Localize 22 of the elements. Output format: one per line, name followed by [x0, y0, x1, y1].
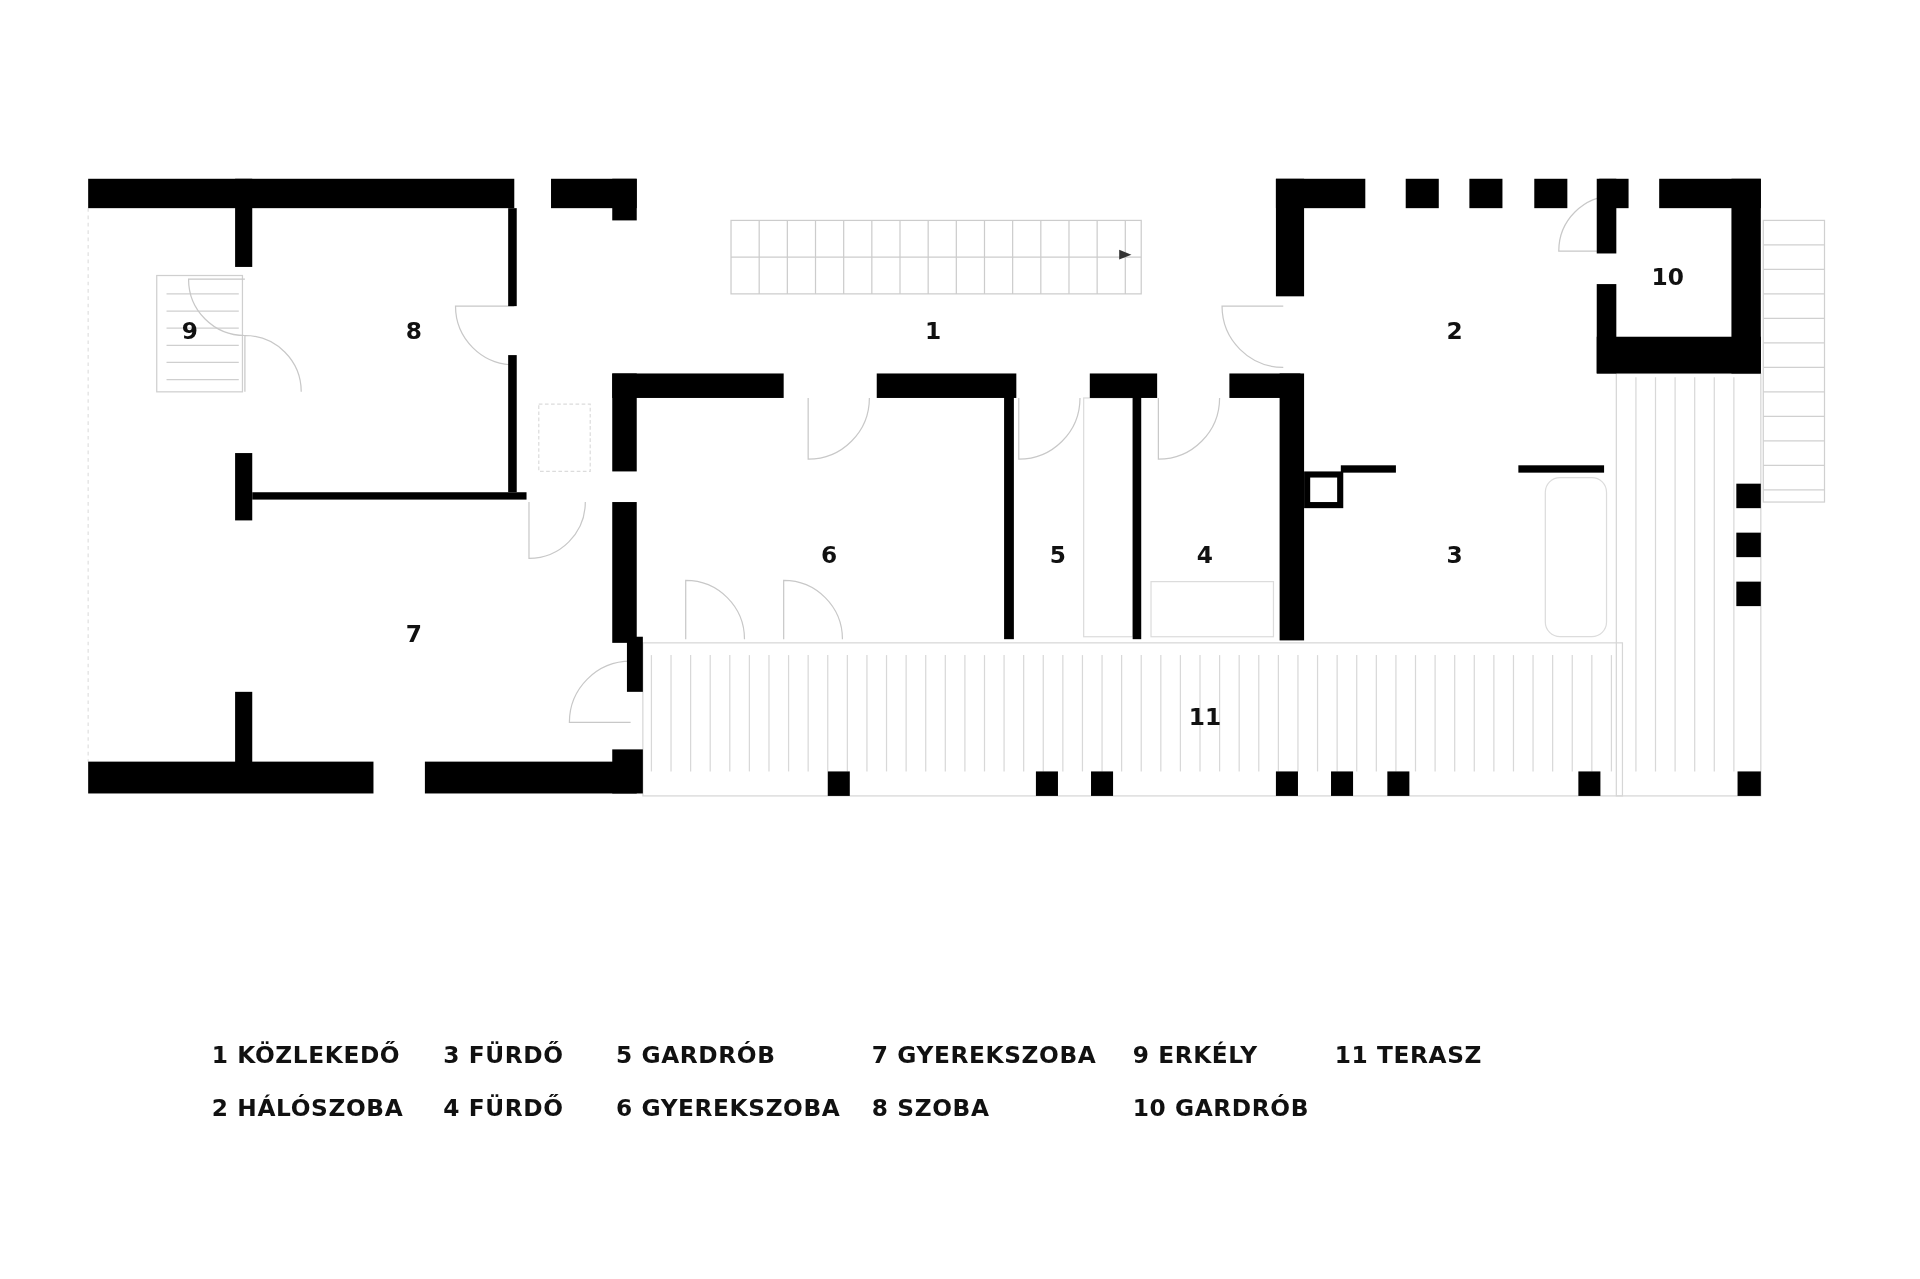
room-number: 3 [1446, 541, 1463, 569]
room-number: 2 [1446, 317, 1463, 345]
room-key-entry: 7 GYEREKSZOBA [871, 1040, 1097, 1068]
room-number: 4 [1196, 541, 1213, 569]
room-number: 6 [820, 541, 838, 569]
room-key-entry: 5 GARDRÓB [615, 1040, 776, 1068]
room-key-entry: 11 TERASZ [1334, 1040, 1482, 1068]
room-number: 11 [1188, 702, 1222, 730]
room-key-entry: 1 KÖZLEKEDŐ [211, 1040, 401, 1068]
room-key-entry: 8 SZOBA [871, 1093, 990, 1121]
room-number: 8 [405, 317, 422, 345]
room-key-entry: 2 HÁLÓSZOBA [211, 1093, 404, 1121]
room-key-entry: 10 GARDRÓB [1132, 1093, 1309, 1121]
room-number: 5 [1049, 541, 1067, 569]
room-key-entry: 3 FÜRDŐ [443, 1040, 564, 1068]
room-key-entry: 4 FÜRDŐ [443, 1093, 564, 1121]
room-number: 7 [405, 619, 422, 647]
room-key-entry: 6 GYEREKSZOBA [615, 1093, 841, 1121]
room-number: 10 [1651, 263, 1684, 291]
room-number: 9 [181, 317, 198, 345]
room-number: 1 [924, 317, 942, 345]
room-key-entry: 9 ERKÉLY [1132, 1040, 1258, 1068]
